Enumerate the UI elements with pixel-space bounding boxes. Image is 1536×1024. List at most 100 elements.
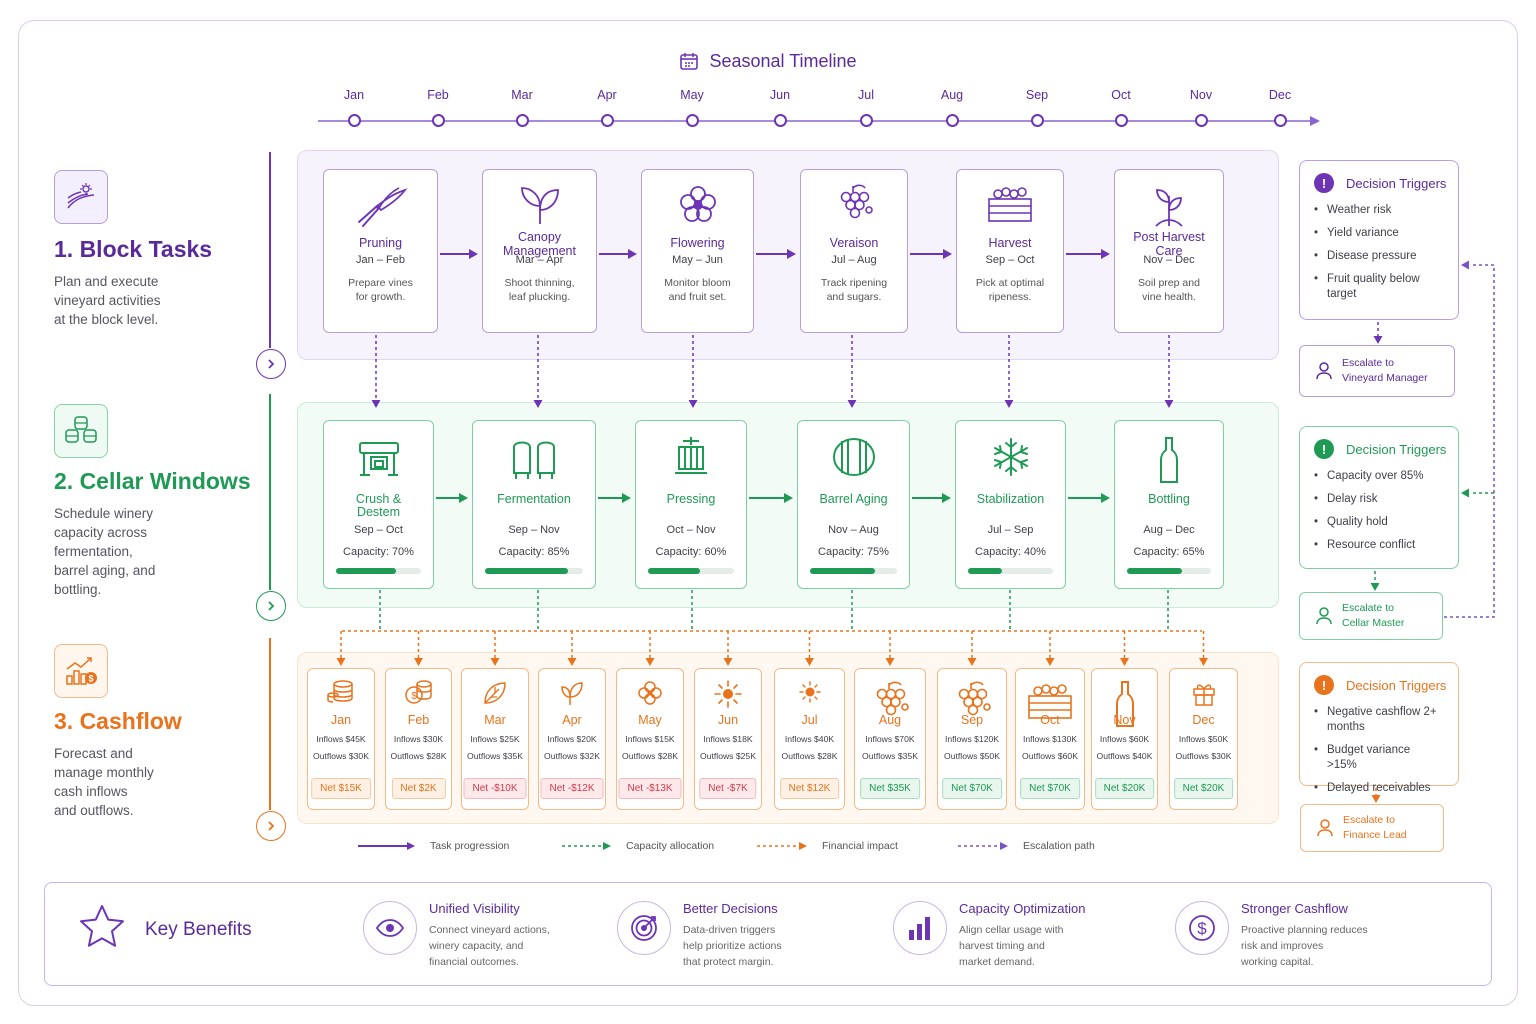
- cash-section-line: [269, 638, 271, 810]
- sun-icon: [695, 679, 761, 711]
- timeline-marker[interactable]: [515, 114, 529, 127]
- timeline-marker[interactable]: [347, 114, 361, 127]
- cellar-card-bottling[interactable]: Bottling Aug – Dec Capacity: 65%: [1114, 420, 1224, 589]
- cash-net-badge: Net -$7K: [699, 778, 757, 799]
- section-title-cellar-windows: 2. Cellar Windows: [54, 468, 251, 494]
- timeline-marker[interactable]: [1273, 114, 1287, 127]
- capacity-bar-fill: [810, 568, 876, 574]
- section-title-block-tasks: 1. Block Tasks: [54, 236, 213, 262]
- cash-outflows: Outflows $30K: [313, 751, 369, 761]
- cash-card-nov[interactable]: Nov Inflows $60K Outflows $40K Net $20K: [1091, 668, 1158, 810]
- timeline-marker[interactable]: [1114, 114, 1128, 127]
- cash-card-jun[interactable]: Jun Inflows $18K Outflows $25K Net -$7K: [694, 668, 762, 810]
- key-benefits-title: Key Benefits: [145, 919, 252, 940]
- cellar-capacity-label: Capacity: 75%: [818, 546, 889, 558]
- cash-month: Sep: [960, 713, 984, 727]
- cash-card-aug[interactable]: Aug Inflows $70K Outflows $35K Net $35K: [854, 668, 926, 810]
- cash-card-oct[interactable]: Oct Inflows $130K Outflows $60K Net $70K: [1015, 668, 1085, 810]
- timeline-axis: [318, 116, 1320, 126]
- cellar-decision-triggers: !Decision Triggers Capacity over 85%Dela…: [1299, 426, 1459, 569]
- expand-cashflow-button[interactable]: [256, 811, 286, 841]
- expand-block-tasks-button[interactable]: [256, 349, 286, 379]
- cash-card-apr[interactable]: Apr Inflows $20K Outflows $32K Net -$12K: [538, 668, 606, 810]
- capacity-bar-fill: [968, 568, 1002, 574]
- cellar-section-line: [269, 394, 271, 590]
- cash-outflows: Outflows $35K: [862, 751, 918, 761]
- cash-net-badge: Net $15K: [311, 778, 371, 799]
- cellar-card-pressing[interactable]: Pressing Oct – Nov Capacity: 60%: [635, 420, 747, 589]
- timeline-marker[interactable]: [685, 114, 699, 127]
- cash-card-jul[interactable]: Jul Inflows $40K Outflows $28K Net $12K: [774, 668, 845, 810]
- cash-net-badge: Net $12K: [779, 778, 840, 799]
- cash-card-feb[interactable]: $ Feb Inflows $30K Outflows $28K Net $2K: [385, 668, 452, 810]
- cash-outflows: Outflows $25K: [700, 751, 756, 761]
- task-name: Veraison: [829, 236, 879, 250]
- crusher-icon: [324, 435, 433, 485]
- expand-cellar-windows-button[interactable]: [256, 591, 286, 621]
- cash-outflows: Outflows $28K: [390, 751, 447, 761]
- capacity-bar: [810, 568, 897, 574]
- timeline-marker[interactable]: [945, 114, 959, 127]
- grapes-icon: [801, 182, 907, 228]
- cash-net-badge: Net $70K: [1020, 778, 1080, 799]
- timeline-marker[interactable]: [773, 114, 787, 127]
- timeline-month-nov: Nov: [1189, 88, 1213, 102]
- capacity-bar: [336, 568, 421, 574]
- gift-icon: [1170, 679, 1237, 711]
- timeline-marker[interactable]: [600, 114, 614, 127]
- cash-card-may[interactable]: May Inflows $15K Outflows $28K Net -$13K: [616, 668, 684, 810]
- cash-inflows: Inflows $30K: [393, 734, 444, 744]
- cash-inflows: Inflows $120K: [945, 734, 999, 744]
- task-period: Nov – Dec: [1143, 254, 1195, 266]
- cash-card-dec[interactable]: Dec Inflows $50K Outflows $30K Net $20K: [1169, 668, 1238, 810]
- cellar-card-crush-destem[interactable]: Crush &Destem Sep – Oct Capacity: 70%: [323, 420, 434, 589]
- svg-text:$: $: [1197, 919, 1207, 938]
- vineyard-icon: [54, 170, 108, 224]
- timeline-title: Seasonal Timeline: [0, 50, 1536, 72]
- calendar-icon: [680, 53, 699, 71]
- cash-outflows: Outflows $35K: [467, 751, 523, 761]
- cellar-period: Aug – Dec: [1143, 524, 1195, 536]
- cash-month: Mar: [484, 713, 506, 727]
- alert-icon: !: [1314, 173, 1334, 193]
- block-section-line: [269, 152, 271, 348]
- cellar-card-fermentation[interactable]: Fermentation Sep – Nov Capacity: 85%: [472, 420, 596, 589]
- timeline-month-may: May: [680, 88, 704, 102]
- svg-text:$: $: [411, 691, 417, 702]
- timeline-marker[interactable]: [859, 114, 873, 127]
- barrel-icon: [798, 435, 909, 485]
- timeline-marker[interactable]: [431, 114, 445, 127]
- cash-outflows: Outflows $40K: [1096, 751, 1153, 761]
- timeline-marker[interactable]: [1194, 114, 1208, 127]
- cellar-card-stabilization[interactable]: Stabilization Jul – Sep Capacity: 40%: [955, 420, 1066, 589]
- cellar-card-barrel-aging[interactable]: Barrel Aging Nov – Aug Capacity: 75%: [797, 420, 910, 589]
- cash-card-mar[interactable]: Mar Inflows $25K Outflows $35K Net -$10K: [461, 668, 529, 810]
- capacity-bar: [648, 568, 734, 574]
- cash-month: May: [638, 713, 662, 727]
- timeline-marker[interactable]: [1030, 114, 1044, 127]
- flower-icon: [642, 182, 753, 228]
- timeline-month-feb: Feb: [427, 88, 449, 102]
- task-name: Pruning: [358, 236, 403, 250]
- blossom-icon: [617, 679, 683, 711]
- cash-card-jan[interactable]: Jan Inflows $45K Outflows $30K Net $15K: [307, 668, 375, 810]
- sprout-leaf-icon: [539, 679, 605, 711]
- bar-chart-icon: [909, 917, 930, 940]
- cash-card-sep[interactable]: Sep Inflows $120K Outflows $50K Net $70K: [937, 668, 1007, 810]
- cash-inflows: Inflows $60K: [1099, 734, 1150, 744]
- pruning-shears-icon: [324, 182, 437, 228]
- chevron-right-icon: [268, 359, 275, 369]
- cellar-name: Fermentation: [497, 492, 571, 506]
- cash-net-badge: Net $70K: [942, 778, 1002, 799]
